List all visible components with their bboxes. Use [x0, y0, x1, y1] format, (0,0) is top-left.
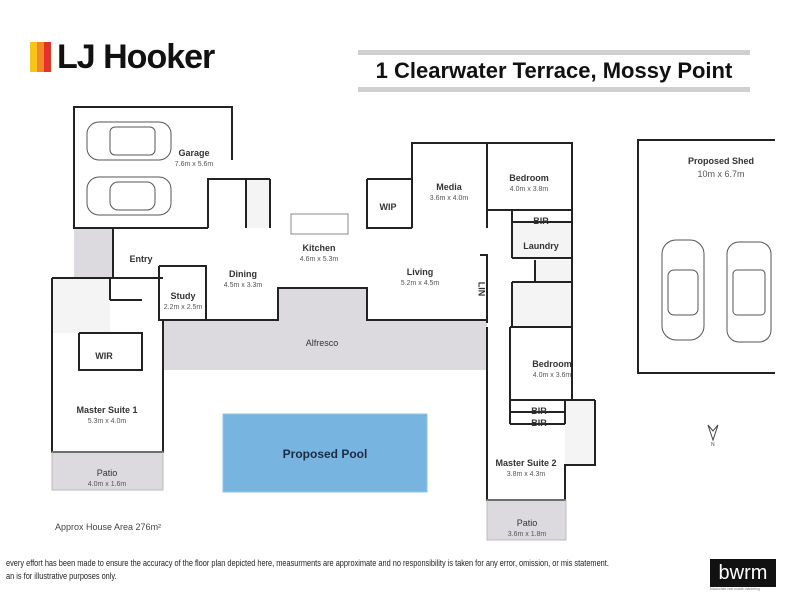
room-name: BIR	[531, 406, 547, 416]
house-area: Approx House Area 276m²	[55, 522, 162, 532]
room-master-suite-1: Master Suite 1 5.3m x 4.0m	[76, 400, 137, 426]
room-patio-1: Patio 4.0m x 1.6m	[88, 463, 127, 489]
room-name: Master Suite 1	[76, 405, 138, 415]
room-wip: WIP	[380, 197, 397, 215]
room-dims: 3.8m x 4.3m	[506, 471, 546, 479]
room-kitchen: Kitchen 4.6m x 5.3m	[300, 238, 339, 264]
logo-bar-orange	[37, 42, 44, 72]
north-arrow-icon	[707, 424, 719, 442]
patio-2-area	[487, 500, 566, 540]
room-name: Proposed Pool	[282, 447, 368, 461]
room-name: Alfresco	[305, 338, 339, 348]
room-dims: 5.2m x 4.5m	[400, 280, 440, 288]
room-name: Bedroom	[532, 359, 572, 369]
bwrm-logo-text: bwrm	[718, 562, 768, 584]
room-dining: Dining 4.5m x 3.3m	[224, 264, 263, 290]
alfresco-area	[163, 320, 487, 370]
room-study: Study 2.2m x 2.5m	[164, 286, 203, 312]
brand-name: LJ Hooker	[57, 37, 215, 76]
room-entry: Entry	[129, 249, 152, 267]
brand-logo: LJ Hooker	[30, 37, 215, 76]
room-name: Master Suite 2	[495, 458, 557, 468]
room-name: Laundry	[523, 241, 559, 251]
room-bir-1: BIR	[533, 211, 549, 229]
room-name: Proposed Shed	[687, 156, 755, 166]
north-label: N	[711, 442, 715, 448]
room-name: Living	[406, 267, 434, 277]
room-lin: LIN	[476, 281, 487, 297]
room-name: Patio	[96, 468, 118, 478]
room-name: Media	[436, 182, 462, 192]
room-dims: 4.5m x 3.3m	[223, 282, 263, 290]
room-wir: WIR	[95, 346, 113, 364]
entry-porch	[74, 228, 114, 278]
disclaimer-line-2: an is for illustrative purposes only.	[6, 571, 117, 581]
wet-areas	[52, 179, 595, 465]
room-name: WIR	[95, 351, 113, 361]
room-name: Entry	[129, 254, 153, 264]
banner-top-rule	[358, 50, 750, 55]
room-dims: 4.0m x 3.6m	[532, 372, 572, 380]
room-name: Dining	[228, 269, 257, 279]
room-dims: 4.0m x 1.6m	[87, 481, 127, 489]
bwrm-tagline: blackwhite real estate marketing	[710, 587, 760, 591]
room-garage: Garage 7.6m x 5.6m	[175, 143, 214, 169]
room-dims: 3.6m x 4.0m	[429, 195, 469, 203]
bwrm-logo: bwrm	[710, 559, 776, 587]
pool-shape	[222, 413, 428, 493]
logo-bar-yellow	[30, 42, 37, 72]
room-dims: 2.2m x 2.5m	[163, 304, 203, 312]
room-name: BIR	[533, 216, 549, 226]
disclaimer-line-1: every effort has been made to ensure the…	[6, 558, 609, 568]
room-name: BIR	[531, 418, 547, 428]
room-dims: 4.6m x 5.3m	[299, 256, 339, 264]
address-title: 1 Clearwater Terrace, Mossy Point	[375, 58, 733, 83]
room-bedroom-2: Bedroom 4.0m x 3.6m	[532, 354, 572, 380]
room-laundry: Laundry	[523, 236, 559, 254]
room-name: Bedroom	[509, 173, 549, 183]
room-dims: 7.6m x 5.6m	[174, 161, 214, 169]
cars	[86, 121, 772, 343]
kitchen-island	[290, 213, 349, 235]
room-master-suite-2: Master Suite 2 3.8m x 4.3m	[495, 453, 556, 479]
room-living: Living 5.2m x 4.5m	[401, 262, 440, 288]
room-bir-3: BIR	[531, 413, 547, 431]
room-name: Kitchen	[302, 243, 336, 253]
room-pool: Proposed Pool	[283, 445, 368, 463]
alfresco-bump	[278, 288, 367, 320]
room-dims: 4.0m x 3.8m	[509, 186, 549, 194]
room-name: WIP	[379, 202, 397, 212]
room-name: Patio	[516, 518, 538, 528]
room-media: Media 3.6m x 4.0m	[430, 177, 469, 203]
room-dims: 10m x 6.7m	[697, 169, 745, 180]
room-shed: Proposed Shed 10m x 6.7m	[688, 151, 754, 180]
room-bir-2: BIR	[531, 401, 547, 419]
room-dims: 3.6m x 1.8m	[507, 531, 547, 539]
room-dims: 5.3m x 4.0m	[87, 418, 127, 426]
outdoor-outlines	[51, 451, 567, 541]
address-banner: 1 Clearwater Terrace, Mossy Point	[358, 50, 750, 94]
room-alfresco: Alfresco	[306, 333, 339, 351]
room-patio-2: Patio 3.6m x 1.8m	[508, 513, 547, 539]
outdoor-areas	[52, 228, 566, 540]
banner-bottom-rule	[358, 87, 750, 92]
patio-1-area	[52, 452, 163, 490]
room-name: Study	[170, 291, 196, 301]
room-name: Garage	[178, 148, 210, 158]
logo-bar-red	[44, 42, 51, 72]
room-bedroom-1: Bedroom 4.0m x 3.8m	[509, 168, 549, 194]
